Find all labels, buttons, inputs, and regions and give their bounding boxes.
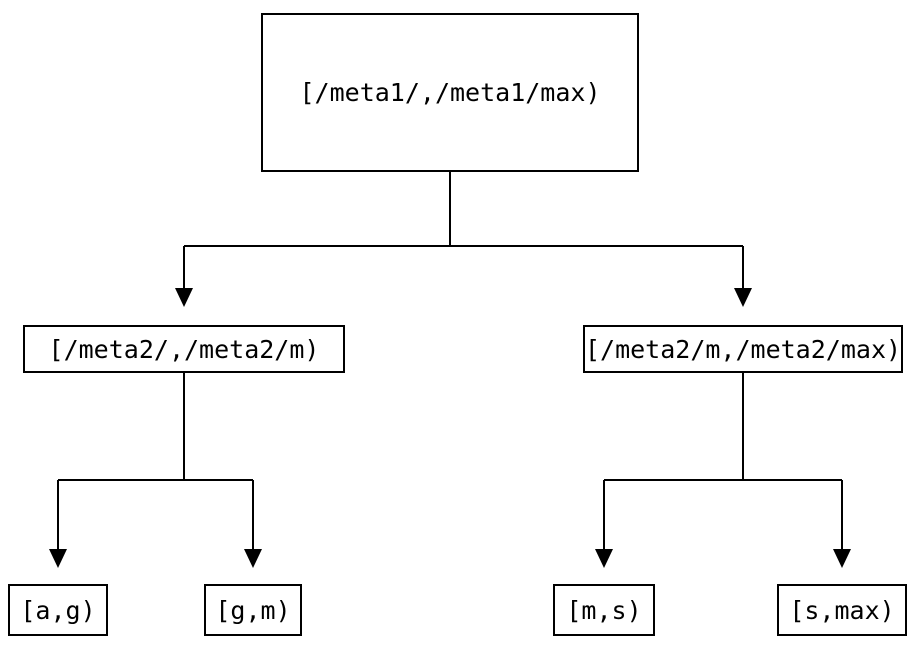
node-leaf-smax-label: [s,max)	[789, 595, 895, 625]
node-leaf-gm: [g,m)	[204, 584, 302, 636]
node-leaf-smax: [s,max)	[777, 584, 907, 636]
node-leaf-ag: [a,g)	[8, 584, 108, 636]
arrowhead-leaf-ms	[595, 549, 613, 568]
arrowhead-leaf-gm	[244, 549, 262, 568]
node-root-label: [/meta1/,/meta1/max)	[299, 78, 601, 107]
node-left-child: [/meta2/,/meta2/m)	[23, 325, 345, 373]
arrowhead-left-child	[175, 288, 193, 307]
node-left-child-label: [/meta2/,/meta2/m)	[48, 334, 320, 364]
node-root: [/meta1/,/meta1/max)	[261, 13, 639, 172]
arrowhead-leaf-ag	[49, 549, 67, 568]
node-leaf-ag-label: [a,g)	[20, 595, 96, 625]
node-right-child: [/meta2/m,/meta2/max)	[583, 325, 903, 373]
node-leaf-ms-label: [m,s)	[566, 595, 642, 625]
arrowhead-leaf-smax	[833, 549, 851, 568]
node-leaf-gm-label: [g,m)	[215, 595, 291, 625]
node-leaf-ms: [m,s)	[553, 584, 655, 636]
arrowhead-right-child	[734, 288, 752, 307]
node-right-child-label: [/meta2/m,/meta2/max)	[584, 334, 902, 364]
